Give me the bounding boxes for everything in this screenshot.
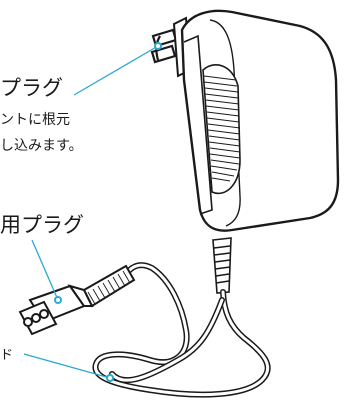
power-plug-title: プラグ: [0, 76, 63, 100]
strain-relief: [212, 237, 232, 294]
leader-lines: [23, 45, 159, 379]
device-plug-title: 用プラグ: [0, 213, 84, 237]
leader-dots: [54, 42, 162, 382]
leader-cord: [23, 353, 111, 379]
power-plug-note-line1: ントに根元: [0, 112, 70, 128]
leader-power-plug: [73, 45, 159, 96]
cord: [92, 262, 271, 398]
power-plug-note-line2: し込みます。: [0, 138, 83, 154]
device-plug: [18, 264, 136, 336]
cord-label: ド: [0, 348, 14, 363]
grip-ribs: [203, 75, 241, 182]
leader-device-plug: [31, 239, 59, 301]
